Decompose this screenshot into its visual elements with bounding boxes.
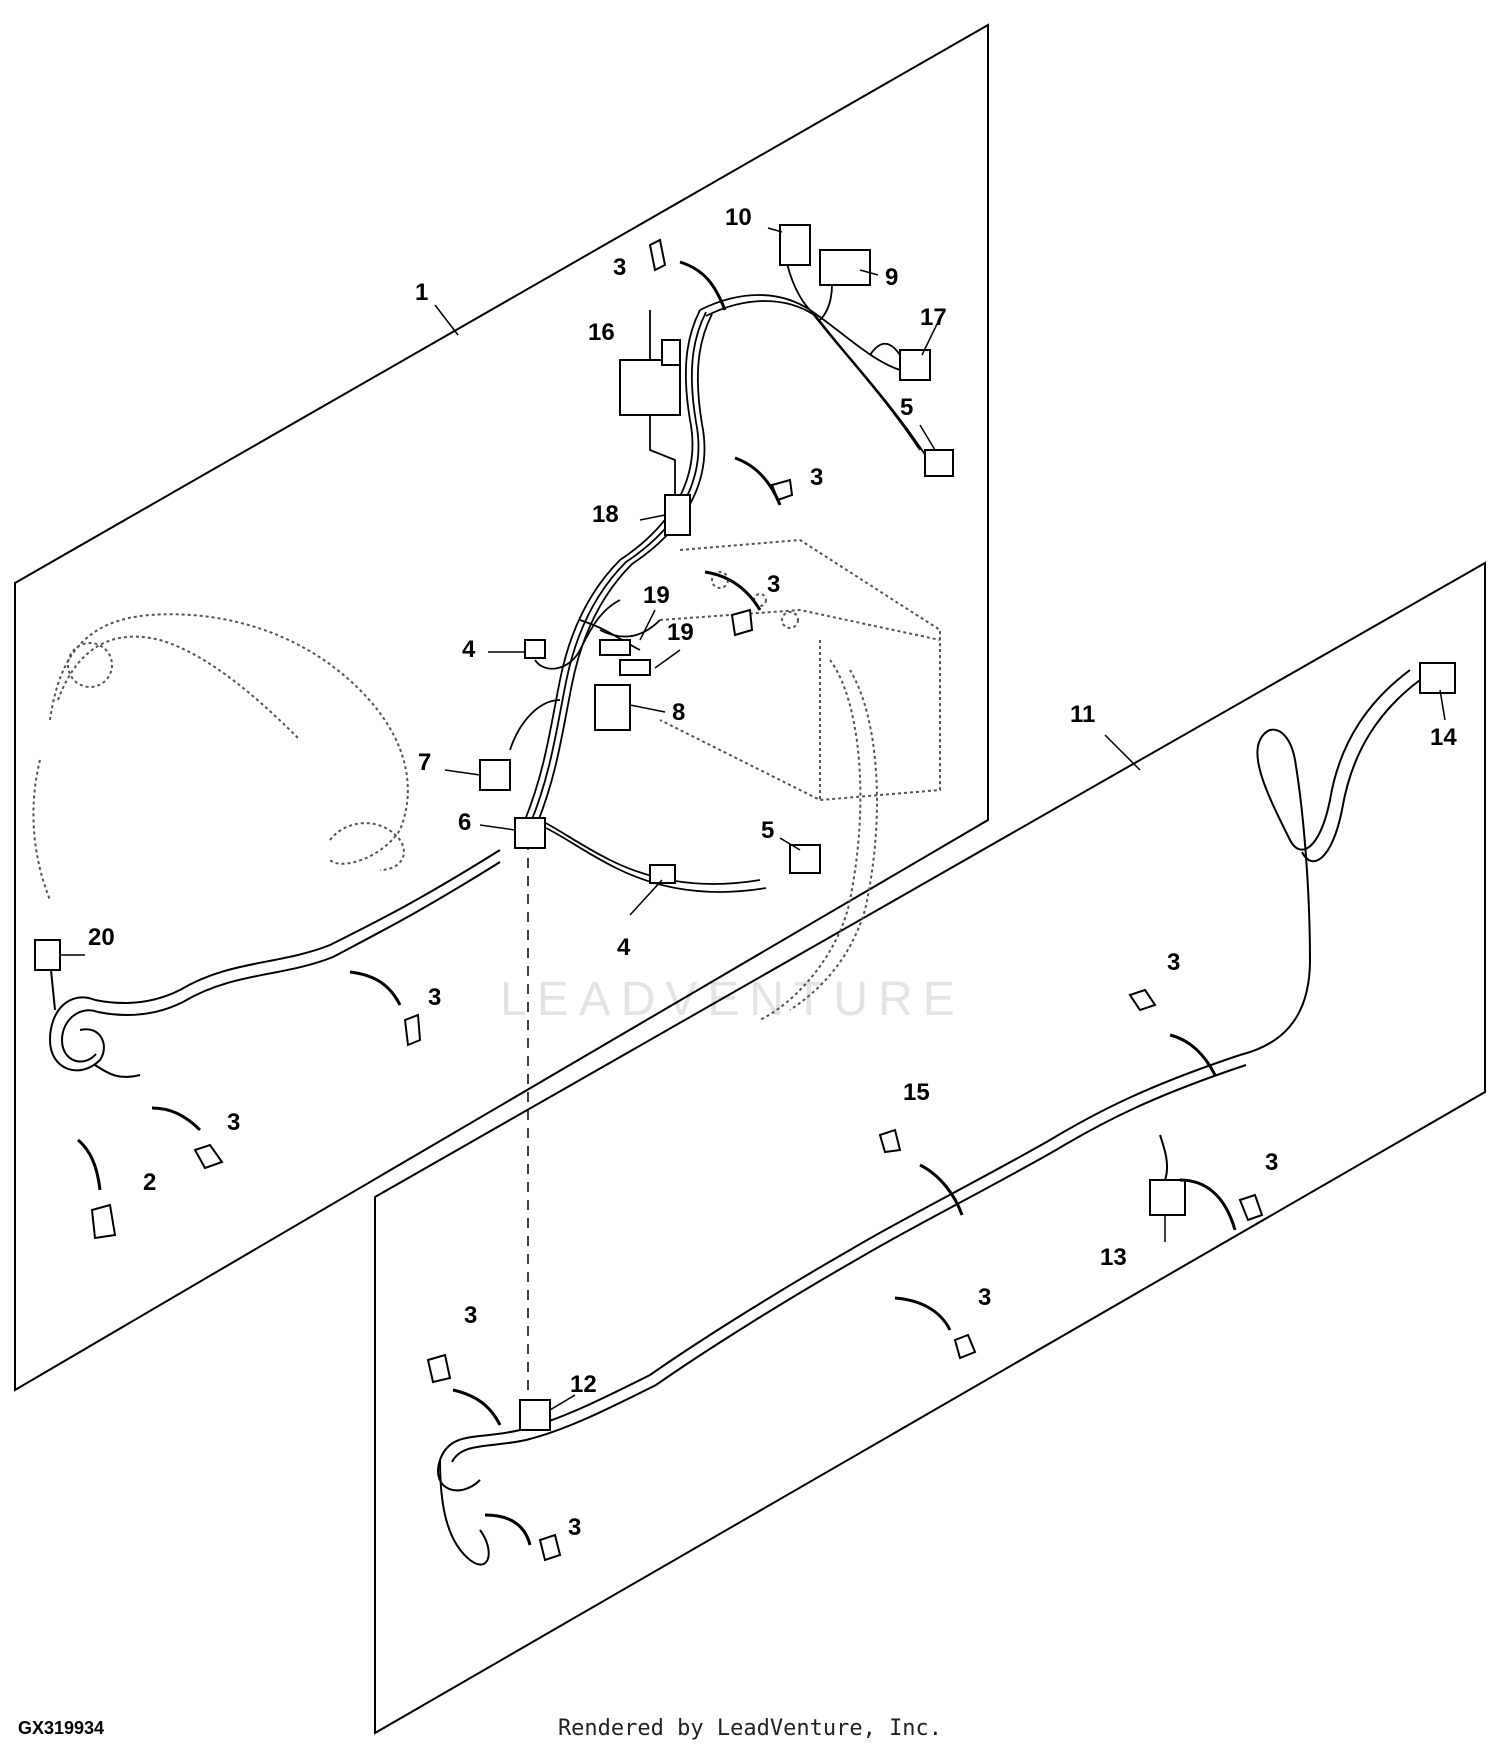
- callout-4a: 4: [462, 636, 476, 663]
- panel-main-harness: [14, 23, 989, 1392]
- callout-16: 16: [588, 319, 615, 346]
- callout-3i: 3: [464, 1302, 477, 1329]
- connector-18: [664, 494, 691, 536]
- callout-5a: 5: [900, 394, 913, 421]
- callout-11: 11: [1070, 701, 1095, 728]
- callout-15: 15: [903, 1079, 930, 1106]
- callout-5b: 5: [761, 817, 774, 844]
- connector-7: [479, 759, 511, 791]
- rear-harness: [437, 669, 1421, 1566]
- callout-8: 8: [672, 699, 685, 726]
- clips: [90, 238, 1264, 1562]
- callout-1: 1: [415, 279, 428, 306]
- connector-4-lower: [649, 864, 676, 884]
- connector-5-lower: [789, 844, 821, 874]
- connector-19a: [599, 639, 631, 656]
- render-credit: Rendered by LeadVenture, Inc.: [557, 1716, 943, 1741]
- connector-12: [519, 1399, 551, 1431]
- connector-20: [34, 939, 61, 971]
- figure-id: GX319934: [18, 1718, 105, 1738]
- callout-6: 6: [458, 809, 471, 836]
- callout-13: 13: [1100, 1244, 1127, 1271]
- leader-lines: [60, 227, 1446, 1411]
- connector-19b: [619, 659, 651, 676]
- relay-16: [619, 359, 681, 416]
- callout-3c: 3: [767, 571, 780, 598]
- connector-5-upper: [924, 449, 954, 477]
- callout-19b: 19: [667, 619, 694, 646]
- callout-2: 2: [143, 1169, 156, 1196]
- installation-arrows: [77, 260, 1237, 1546]
- callout-18: 18: [592, 501, 619, 528]
- callout-14: 14: [1430, 724, 1457, 751]
- callout-3g: 3: [1265, 1149, 1278, 1176]
- connector-10: [779, 224, 811, 266]
- callouts: 1 2 3 3 3 3 3 3 3 3 3 3 3 4 4 5 5 6 7 8 …: [88, 204, 1457, 1541]
- callout-3e: 3: [227, 1109, 240, 1136]
- components: [34, 224, 1456, 1431]
- connector-9: [819, 249, 871, 286]
- callout-19a: 19: [643, 582, 670, 609]
- left-harness-sleeve: [48, 849, 501, 1078]
- connector-13: [1149, 1179, 1186, 1216]
- callout-3j: 3: [568, 1514, 581, 1541]
- callout-7: 7: [418, 749, 431, 776]
- callout-9: 9: [885, 264, 898, 291]
- connector-4-upper: [524, 639, 546, 659]
- watermark: LEADVENTURE: [500, 973, 965, 1026]
- connector-6: [514, 817, 546, 849]
- callout-17: 17: [920, 304, 947, 331]
- callout-3d: 3: [428, 984, 441, 1011]
- callout-3h: 3: [978, 1284, 991, 1311]
- panel-rear-harness: [374, 561, 1486, 1735]
- callout-4b: 4: [617, 934, 631, 961]
- connector-17: [899, 349, 931, 381]
- connector-14: [1419, 662, 1456, 694]
- callout-3f: 3: [1167, 949, 1180, 976]
- callout-3a: 3: [613, 254, 626, 281]
- callout-20: 20: [88, 924, 115, 951]
- callout-12: 12: [570, 1371, 597, 1398]
- callout-10: 10: [725, 204, 752, 231]
- connector-8: [594, 684, 631, 731]
- callout-3b: 3: [810, 464, 823, 491]
